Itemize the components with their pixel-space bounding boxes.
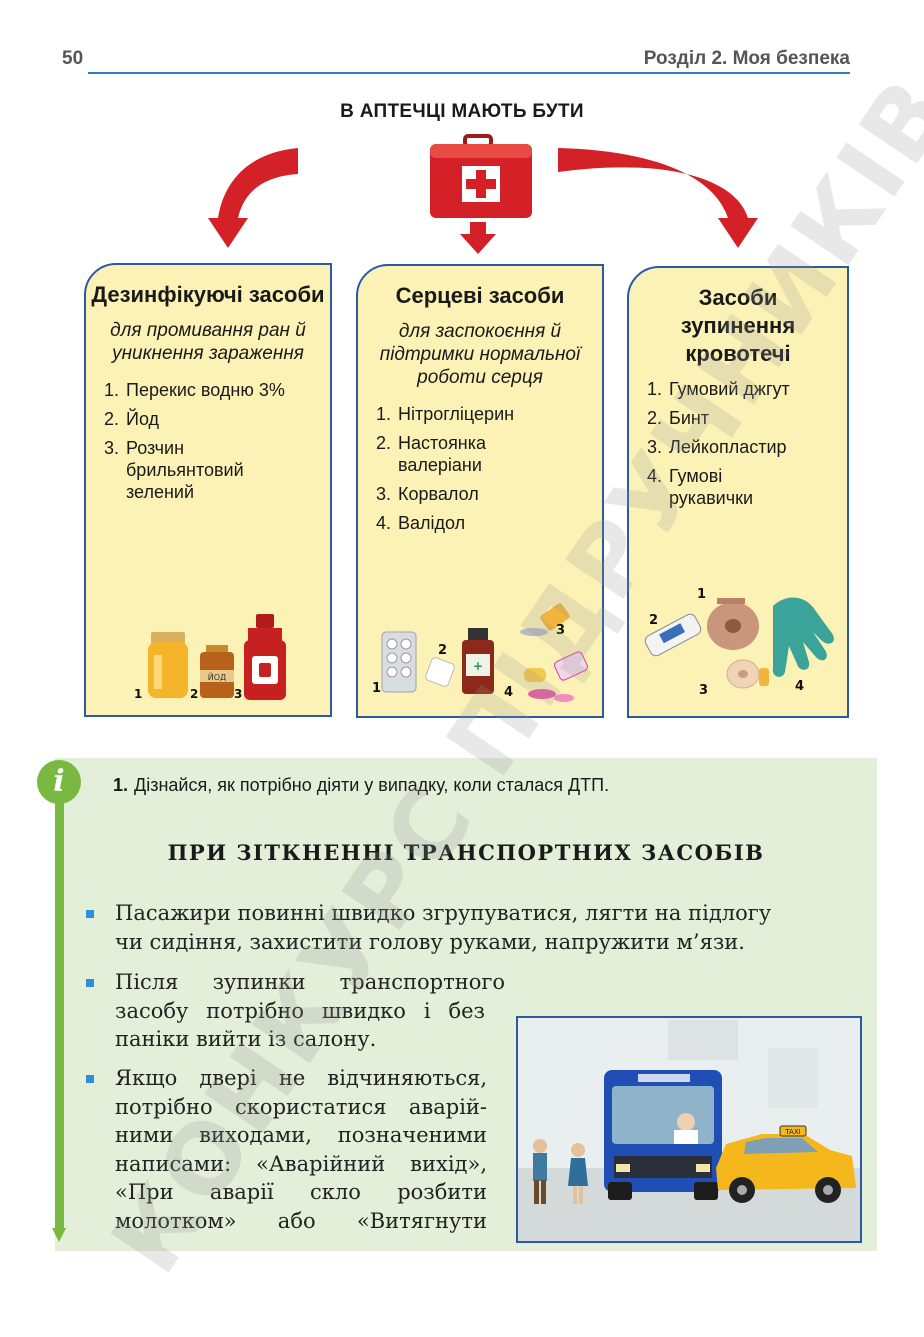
section-title: Розділ 2. Моя безпека [643, 48, 850, 69]
bleeding-control-card: Засоби зупинення кровотечі 1.Гумовий джг… [627, 266, 849, 718]
list-item: 1.Нітрогліцерин [376, 404, 515, 424]
heart-remedies-card: Серцеві засоби для заспокоєння й підтрим… [356, 264, 604, 718]
card-title: Дезинфікуючі засоби [91, 282, 325, 307]
kit-arrows-graphic [208, 134, 758, 254]
list-item: 3.Корвалол [376, 484, 479, 504]
svg-text:+: + [473, 659, 483, 673]
card-subtitle: для заспокоєння й підтримки нормальної р… [379, 321, 581, 388]
task-text: 1.Дізнайся, як потрібно діяти у випадку,… [113, 775, 610, 795]
svg-text:3: 3 [556, 623, 565, 638]
info-icon: i [37, 760, 81, 804]
list-item: 1.Перекис водню 3% [104, 380, 285, 400]
svg-text:4: 4 [795, 679, 804, 694]
svg-text:ЙОД: ЙОД [208, 671, 227, 682]
accident-illustration: TAXI [516, 1016, 862, 1243]
bullet-paragraph: Якщо двері не відчиняються, потрібно ско… [115, 1066, 487, 1233]
list-item: 2.Бинт [647, 408, 710, 428]
svg-text:1: 1 [697, 587, 706, 602]
card-title: Засоби зупинення кровотечі [680, 285, 796, 366]
section-heading: ПРИ ЗІТКНЕННІ ТРАНСПОРТНИХ ЗАСОБІВ [167, 840, 765, 865]
list-item: 4.Гумові рукавички [647, 466, 754, 508]
card-item-list: 1.Нітрогліцерин 2.Настоянка валеріани 3.… [358, 403, 602, 534]
bullet-icon [86, 979, 94, 987]
disinfectant-bottles-image: ЙОД 1 2 3 [134, 614, 286, 701]
bullet-paragraph: Пасажири повинні швидко згрупуватися, ля… [115, 901, 772, 954]
list-item: 2.Йод [104, 409, 160, 429]
card-title: Серцеві засоби [395, 283, 565, 308]
list-item: 3.Розчин брильянтовий зелений [104, 438, 244, 502]
svg-text:1: 1 [372, 681, 381, 696]
page-number: 50 [62, 48, 84, 69]
list-item: 2.Настоянка валеріани [376, 433, 487, 475]
arrow-down-icon [52, 1228, 66, 1242]
bullet-paragraph: Після зупинки транспортного засобу потрі… [115, 970, 505, 1051]
card-subtitle: для промивання ран й уникнення зараження [110, 320, 306, 364]
svg-text:2: 2 [649, 613, 658, 628]
bullet-icon [86, 1075, 94, 1083]
card-item-list: 1.Перекис водню 3% 2.Йод 3.Розчин брилья… [86, 379, 330, 503]
list-item: 4.Валідол [376, 513, 466, 533]
bullet-icon [86, 910, 94, 918]
list-item: 1.Гумовий джгут [647, 379, 790, 399]
bleeding-control-image: 1 2 3 4 [644, 587, 834, 698]
svg-text:TAXI: TAXI [784, 1128, 800, 1136]
card-item-list: 1.Гумовий джгут 2.Бинт 3.Лейкопластир 4.… [629, 378, 847, 509]
first-aid-kit-icon [430, 134, 532, 218]
arrow-right-icon [558, 148, 758, 248]
svg-text:2: 2 [190, 687, 198, 701]
arrow-down-icon [460, 222, 496, 254]
list-item: 3.Лейкопластир [647, 437, 787, 457]
disinfectant-card: Дезинфікуючі засоби для промивання ран й… [84, 263, 332, 717]
bus-taxi-collision-image: TAXI [518, 1018, 860, 1241]
header-divider [88, 72, 850, 74]
first-aid-kit-title: В АПТЕЧЦІ МАЮТЬ БУТИ [340, 101, 584, 122]
heart-remedies-image: + 1 2 3 4 [372, 603, 589, 702]
info-bar [55, 785, 64, 1230]
svg-text:3: 3 [699, 683, 708, 698]
svg-text:1: 1 [134, 687, 142, 701]
svg-text:2: 2 [438, 643, 447, 658]
arrow-left-icon [208, 148, 298, 248]
svg-text:3: 3 [234, 687, 242, 701]
svg-text:4: 4 [504, 685, 513, 700]
